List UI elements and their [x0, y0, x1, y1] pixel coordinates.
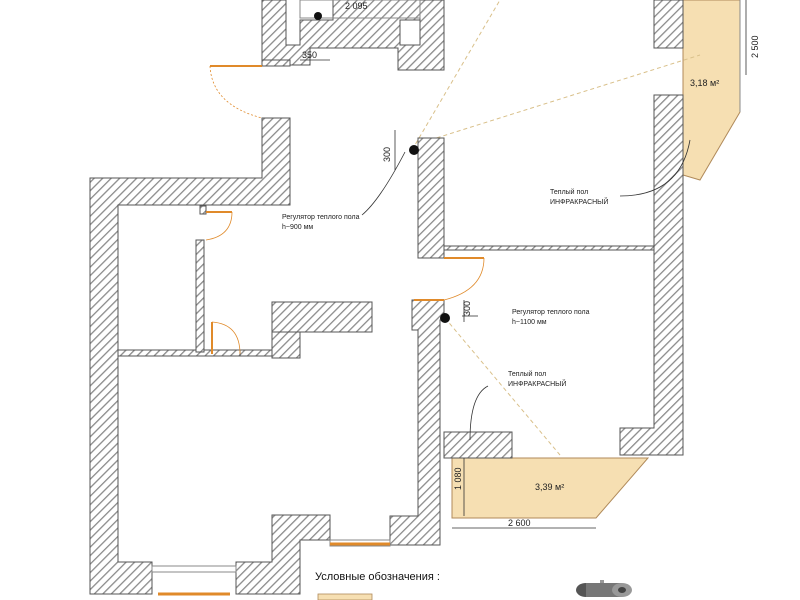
area-labels: 3,18 м² 3,39 м²	[535, 78, 719, 492]
area-upper-balcony: 3,18 м²	[690, 78, 719, 88]
note-regulator1-line1: Регулятор теплого пола	[282, 214, 360, 221]
legend-title: Условные обозначения :	[315, 571, 440, 583]
legend-swatch	[317, 593, 373, 600]
note-regulator1-line2: h~900 мм	[282, 224, 313, 231]
area-lower-balcony: 3,39 м²	[535, 482, 564, 492]
heated-floor-areas	[451, 0, 741, 519]
dim-bottom-vertical: 1 080	[453, 467, 463, 490]
lower-balcony-area	[451, 457, 650, 519]
note-regulator2-line1: Регулятор теплого пола	[512, 309, 590, 316]
dim-bottom-horizontal: 2 600	[508, 518, 531, 528]
legend: Условные обозначения :	[315, 571, 632, 600]
dimension-labels: 2 095 350 300 300 1 080 2 600 2 500	[302, 1, 760, 528]
note-floor2-line2: ИНФРАКРАСНЫЙ	[508, 379, 566, 388]
dashed-guides	[411, 0, 701, 456]
note-floor1-line2: ИНФРАКРАСНЫЙ	[550, 197, 608, 206]
thermostat-2-icon	[440, 313, 450, 323]
doors	[158, 65, 485, 596]
note-floor2-line1: Теплый пол	[508, 370, 546, 378]
dim-door-350: 350	[302, 50, 317, 60]
note-floor1-line1: Теплый пол	[550, 188, 588, 196]
dimension-lines	[300, 0, 747, 529]
note-regulator2-line2: h~1100 мм	[512, 319, 547, 326]
walls	[89, 0, 684, 595]
dim-right-vertical: 2 500	[750, 35, 760, 58]
thermostats	[314, 12, 450, 323]
film-roll-icon	[576, 580, 632, 597]
dim-reg1-height: 300	[382, 147, 392, 162]
dim-reg2-height: 300	[462, 301, 472, 316]
upper-balcony-area	[682, 0, 741, 181]
notes: Регулятор теплого пола h~900 мм Регулято…	[282, 188, 608, 388]
top-thermostat-icon	[314, 12, 322, 20]
windows	[151, 0, 741, 573]
dim-top-window: 2 095	[345, 1, 368, 11]
thermostat-1-icon	[409, 145, 419, 155]
